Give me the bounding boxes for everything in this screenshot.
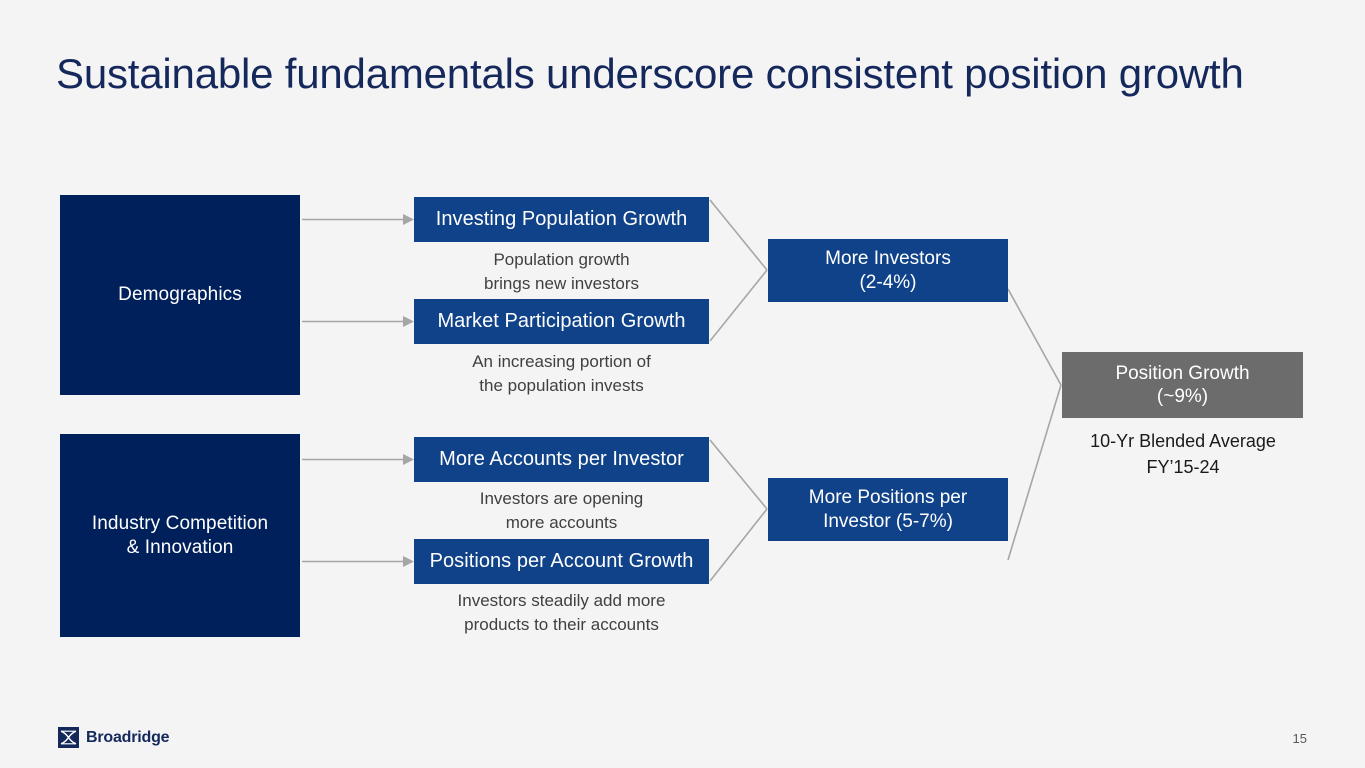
connector-aggregates-to-position-growth [1007, 288, 1062, 561]
aggregate-label: More Investors(2-4%) [825, 248, 951, 293]
outcome-box-position-growth[interactable]: Position Growth(~9%) [1062, 352, 1303, 418]
page-title: Sustainable fundamentals underscore cons… [56, 50, 1244, 97]
driver-label: Industry Competition& Innovation [91, 513, 269, 558]
factor-label: Investing Population Growth [435, 208, 688, 231]
broadridge-logo: Broadridge [58, 727, 170, 748]
driver-box-industry-competition[interactable]: Industry Competition& Innovation [60, 434, 300, 637]
arrow-industry-to-positions-per-account [302, 556, 414, 567]
driver-label: Demographics [118, 284, 242, 306]
factor-box-more-accounts-per-investor[interactable]: More Accounts per Investor [414, 437, 709, 482]
factor-box-investing-population-growth[interactable]: Investing Population Growth [414, 197, 709, 242]
factor-label: Positions per Account Growth [429, 550, 694, 573]
connector-factors-to-more-investors [709, 199, 768, 342]
factor-label: Market Participation Growth [437, 310, 686, 333]
factor-box-market-participation-growth[interactable]: Market Participation Growth [414, 299, 709, 344]
factor-label: More Accounts per Investor [439, 448, 684, 471]
broadridge-butterfly-icon [58, 727, 79, 748]
aggregate-box-more-investors[interactable]: More Investors(2-4%) [768, 239, 1008, 302]
factor-box-positions-per-account-growth[interactable]: Positions per Account Growth [414, 539, 709, 584]
page-number: 15 [1292, 731, 1307, 746]
arrow-industry-to-more-accounts [302, 454, 414, 465]
connector-factors-to-more-positions [709, 439, 768, 582]
broadridge-logo-text: Broadridge [86, 728, 170, 746]
arrow-demographics-to-investing-population [302, 214, 414, 225]
arrow-demographics-to-market-participation [302, 316, 414, 327]
outcome-label: Position Growth(~9%) [1115, 362, 1250, 407]
driver-box-demographics[interactable]: Demographics [60, 195, 300, 395]
